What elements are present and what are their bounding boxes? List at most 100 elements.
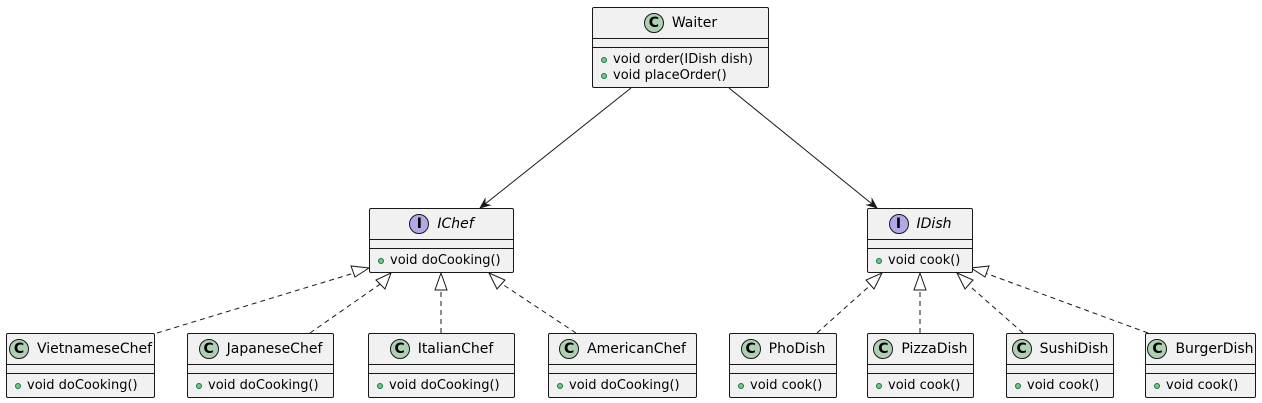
public-visibility-icon [601, 57, 607, 63]
class-stereotype-icon: C [740, 339, 761, 359]
class-pizzadish: C PizzaDish void cook() [867, 333, 974, 398]
interface-idish: I IDish void cook() [867, 208, 973, 273]
class-phodish: C PhoDish void cook() [729, 333, 837, 398]
class-sushidish: C SushiDish void cook() [1006, 333, 1114, 398]
public-visibility-icon [557, 383, 563, 389]
realization-head-burger [969, 265, 990, 278]
class-burgerdish: C BurgerDish void cook() [1145, 333, 1256, 398]
attributes-compartment [188, 365, 333, 374]
realization-head-italian [434, 271, 448, 291]
methods-compartment: void doCooking() [370, 249, 513, 273]
class-name: VietnameseChef [36, 341, 153, 357]
class-stereotype-icon: C [1147, 339, 1168, 359]
public-visibility-icon [15, 383, 21, 389]
attributes-compartment [370, 240, 513, 249]
class-stereotype-icon: C [873, 339, 894, 359]
methods-compartment: void order(IDish dish) void placeOrder() [593, 48, 768, 88]
attributes-compartment [549, 365, 696, 374]
realization-pho-idish [816, 280, 876, 334]
class-vietnamesechef-header: C VietnameseChef [7, 334, 154, 365]
realization-burger-idish [976, 269, 1149, 334]
interface-stereotype-icon: I [888, 214, 909, 234]
realization-sushi-idish [963, 280, 1024, 334]
class-name: Waiter [671, 15, 718, 31]
methods-compartment: void cook() [868, 249, 972, 273]
class-name: PizzaDish [901, 341, 968, 357]
class-americanchef-header: C AmericanChef [549, 334, 696, 365]
public-visibility-icon [876, 383, 882, 389]
public-visibility-icon [1154, 383, 1160, 389]
class-vietnamesechef: C VietnameseChef void doCooking() [6, 333, 155, 398]
class-sushidish-header: C SushiDish [1007, 334, 1113, 365]
realization-head-japanese [375, 272, 392, 290]
class-name: AmericanChef [587, 341, 686, 357]
class-name: BurgerDish [1175, 341, 1254, 357]
method: void doCooking() [196, 378, 327, 394]
interface-name: IDish [916, 216, 952, 232]
attributes-compartment [868, 240, 972, 249]
class-phodish-header: C PhoDish [730, 334, 836, 365]
public-visibility-icon [876, 258, 882, 264]
methods-compartment: void doCooking() [549, 374, 696, 398]
class-waiter: C Waiter void order(IDish dish) void pla… [592, 7, 769, 88]
class-stereotype-icon: C [559, 339, 580, 359]
public-visibility-icon [378, 258, 384, 264]
realization-american-ichef [495, 279, 577, 334]
class-stereotype-icon: C [643, 13, 664, 33]
method: void cook() [876, 378, 967, 394]
methods-compartment: void doCooking() [188, 374, 333, 398]
class-stereotype-icon: C [1011, 339, 1032, 359]
method: void order(IDish dish) [601, 52, 762, 68]
realization-vietnamese-ichef [156, 269, 365, 334]
realization-head-pizza [913, 271, 927, 291]
method: void doCooking() [378, 253, 507, 269]
realization-head-sushi [955, 271, 974, 290]
attributes-compartment [730, 365, 836, 374]
method: void cook() [1154, 378, 1249, 394]
class-stereotype-icon: C [198, 339, 219, 359]
interface-ichef: I IChef void doCooking() [369, 208, 514, 273]
method: void placeOrder() [601, 68, 762, 84]
attributes-compartment [7, 365, 154, 374]
class-waiter-header: C Waiter [593, 8, 768, 39]
method: void cook() [738, 378, 830, 394]
method: void doCooking() [377, 378, 508, 394]
realization-japanese-ichef [309, 279, 387, 334]
class-italianchef: C ItalianChef void doCooking() [368, 333, 515, 398]
methods-compartment: void doCooking() [7, 374, 154, 398]
public-visibility-icon [1015, 383, 1021, 389]
method: void cook() [876, 253, 966, 269]
public-visibility-icon [377, 383, 383, 389]
methods-compartment: void doCooking() [369, 374, 514, 398]
association-waiter-idish [728, 87, 878, 209]
method: void doCooking() [557, 378, 690, 394]
class-burgerdish-header: C BurgerDish [1146, 334, 1255, 365]
class-italianchef-header: C ItalianChef [369, 334, 514, 365]
attributes-compartment [369, 365, 514, 374]
methods-compartment: void cook() [868, 374, 973, 398]
attributes-compartment [868, 365, 973, 374]
class-name: SushiDish [1039, 341, 1109, 357]
class-stereotype-icon: C [389, 339, 410, 359]
methods-compartment: void cook() [1146, 374, 1255, 398]
interface-ichef-header: I IChef [370, 209, 513, 240]
class-name: ItalianChef [417, 341, 494, 357]
class-americanchef: C AmericanChef void doCooking() [548, 333, 697, 398]
class-japanesechef: C JapaneseChef void doCooking() [187, 333, 334, 398]
public-visibility-icon [738, 383, 744, 389]
realization-head-american [487, 271, 506, 290]
class-name: PhoDish [768, 341, 826, 357]
realization-head-vietnamese [350, 265, 371, 278]
class-stereotype-icon: C [8, 339, 29, 359]
methods-compartment: void cook() [1007, 374, 1113, 398]
methods-compartment: void cook() [730, 374, 836, 398]
attributes-compartment [1007, 365, 1113, 374]
class-name: JapaneseChef [226, 341, 323, 357]
interface-name: IChef [437, 216, 474, 232]
class-pizzadish-header: C PizzaDish [868, 334, 973, 365]
public-visibility-icon [196, 383, 202, 389]
association-waiter-ichef [479, 87, 632, 209]
method: void cook() [1015, 378, 1107, 394]
attributes-compartment [593, 39, 768, 48]
